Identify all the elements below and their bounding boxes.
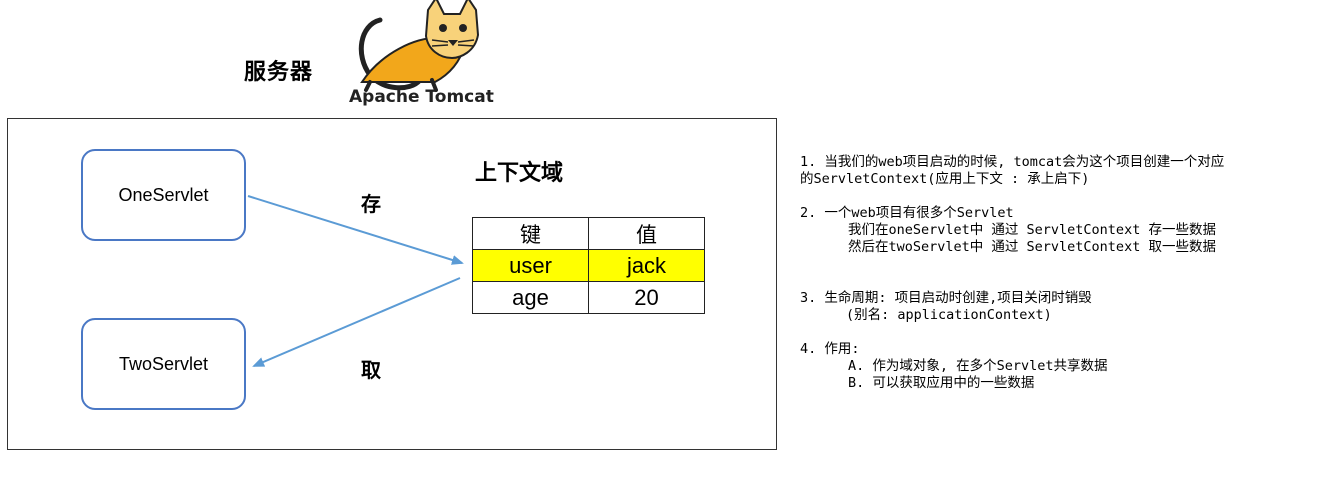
note-line: B. 可以获取应用中的一些数据 — [848, 375, 1035, 391]
table-header-row: 键 值 — [472, 217, 705, 250]
notes-panel: 1. 当我们的web项目启动的时候, tomcat会为这个项目创建一个对应 的S… — [800, 154, 1325, 409]
note-line: 1. 当我们的web项目启动的时候, tomcat会为这个项目创建一个对应 — [800, 154, 1225, 170]
row-value: 20 — [588, 281, 705, 314]
table-row: age 20 — [472, 281, 705, 314]
two-servlet-box: TwoServlet — [81, 318, 246, 410]
note-line: (别名: applicationContext) — [846, 307, 1052, 323]
context-table: 键 值 user jack age 20 — [472, 217, 705, 314]
server-label: 服务器 — [244, 60, 314, 85]
note-line: 2. 一个web项目有很多个Servlet — [800, 205, 1014, 221]
note-1: 1. 当我们的web项目启动的时候, tomcat会为这个项目创建一个对应 的S… — [800, 154, 1325, 188]
note-line: 的ServletContext(应用上下文 : 承上启下) — [800, 171, 1090, 187]
tomcat-logo-text: Apache Tomcat — [349, 87, 494, 107]
diagram-frame — [7, 118, 777, 450]
row-value: jack — [588, 249, 705, 282]
note-line: 4. 作用: — [800, 341, 860, 357]
note-line: 3. 生命周期: 项目启动时创建,项目关闭时销毁 — [800, 290, 1092, 306]
note-2: 2. 一个web项目有很多个Servlet 我们在oneServlet中 通过 … — [800, 205, 1325, 256]
store-label: 存 — [361, 192, 381, 216]
table-row: user jack — [472, 249, 705, 282]
note-line: 我们在oneServlet中 通过 ServletContext 存一些数据 — [848, 222, 1216, 238]
context-scope-title: 上下文域 — [475, 161, 564, 186]
tomcat-logo-icon — [358, 0, 480, 92]
fetch-label: 取 — [361, 358, 381, 382]
row-key: user — [472, 249, 589, 282]
note-line: A. 作为域对象, 在多个Servlet共享数据 — [848, 358, 1108, 374]
note-4: 4. 作用: A. 作为域对象, 在多个Servlet共享数据 B. 可以获取应… — [800, 341, 1325, 392]
note-3: 3. 生命周期: 项目启动时创建,项目关闭时销毁 (别名: applicatio… — [800, 290, 1325, 324]
row-key: age — [472, 281, 589, 314]
note-line: 然后在twoServlet中 通过 ServletContext 取一些数据 — [848, 239, 1216, 255]
header-value: 值 — [588, 217, 705, 250]
one-servlet-box: OneServlet — [81, 149, 246, 241]
header-key: 键 — [472, 217, 589, 250]
